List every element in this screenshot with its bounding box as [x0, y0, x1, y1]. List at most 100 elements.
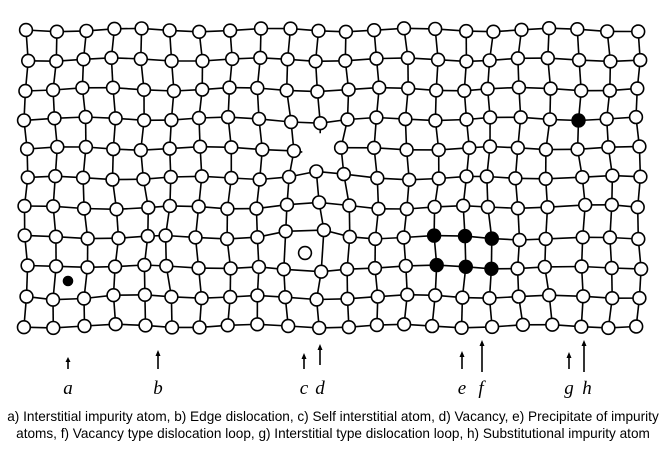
lattice-atom [279, 83, 294, 98]
label-e: e [458, 378, 466, 399]
lattice-atom [164, 53, 179, 69]
lattice-atom [575, 230, 590, 245]
lattice-atom [510, 140, 525, 156]
lattice-atom [484, 319, 500, 335]
defect-labels: a b c d e f g h [63, 378, 592, 399]
lattice-atom [286, 143, 302, 159]
lattice-atom [163, 169, 179, 185]
lattice-atom [538, 142, 554, 157]
lattice-atom [482, 139, 498, 154]
lattice-atom [542, 112, 558, 127]
lattice-atom [106, 288, 121, 303]
lattice-atom [367, 260, 383, 276]
lattice-atom [162, 141, 177, 156]
lattice-atom [366, 23, 382, 38]
lattice-atom [309, 164, 324, 179]
lattice-atom [366, 140, 382, 156]
arrow-g-head [566, 352, 572, 358]
lattice-atom [17, 228, 32, 243]
lattice-atom [604, 197, 619, 213]
lattice-atom [459, 169, 474, 184]
lattice-atom [599, 24, 615, 39]
lattice-atom [574, 259, 589, 274]
lattice-atom [164, 112, 179, 128]
lattice-atom [314, 264, 329, 279]
lattice-atom [48, 229, 64, 244]
lattice-atom [78, 109, 93, 125]
lattice-atom [400, 287, 415, 302]
lattice-atom [571, 52, 587, 68]
lattice-atom [338, 24, 354, 39]
lattice-atom [188, 230, 203, 245]
lattice-atom [45, 82, 61, 98]
arrow-d-head [317, 344, 323, 350]
lattice-atom [577, 197, 593, 213]
lattice-atom [540, 200, 555, 215]
lattice-atom [604, 260, 619, 276]
lattice-atom [308, 54, 323, 69]
lattice-atom [104, 50, 119, 65]
lattice-atom [630, 81, 645, 96]
lattice-atom [424, 318, 440, 334]
lattice-atom [279, 197, 295, 212]
lattice-atom [340, 291, 355, 306]
lattice-atom [543, 81, 558, 96]
lattice-atom [250, 317, 265, 332]
lattice-atom [136, 82, 152, 98]
lattice-atom [220, 109, 236, 125]
lattice-atom [109, 202, 124, 217]
impurity-atom [426, 228, 442, 243]
lattice-atom [75, 170, 91, 185]
lattice-atom [107, 21, 122, 36]
lattice-atom [515, 317, 531, 332]
lattice-atom [107, 259, 123, 274]
lattice-atom [225, 51, 240, 67]
lattice-atom [251, 259, 267, 275]
lattice-atom [454, 320, 469, 335]
lattice-atom [310, 84, 325, 99]
lattice-atom [80, 260, 95, 275]
lattice-atom [628, 109, 644, 125]
impurity-atom [484, 261, 499, 276]
lattice-atom [16, 320, 32, 335]
lattice-atom [603, 54, 618, 69]
lattice-atom [511, 289, 526, 304]
lattice-atom [79, 23, 94, 39]
lattice-atom [309, 292, 324, 307]
lattice-atom [396, 21, 412, 36]
lattice-atom [570, 142, 585, 157]
lattice-atom [428, 21, 443, 37]
lattice-atom [628, 319, 644, 334]
lattice-atom [192, 139, 208, 154]
lattice-atom [333, 140, 349, 155]
impurity-atom [429, 257, 444, 273]
lattice-atom [601, 140, 616, 155]
lattice-atom [602, 83, 617, 98]
lattice-atom [20, 258, 35, 273]
lattice-atom [191, 110, 207, 126]
lattice-atom [105, 80, 121, 95]
lattice-atom [46, 320, 61, 336]
lattice-atom [76, 201, 92, 216]
lattice-atom [541, 288, 557, 303]
lattice-atom [108, 111, 123, 126]
lattice-atom [164, 320, 180, 335]
impurity-atom [571, 113, 586, 128]
lattice-atom [573, 83, 589, 98]
arrow-e-head [459, 351, 465, 357]
lattice-atom [341, 320, 357, 335]
lattice-atom [194, 169, 210, 184]
lattice-atom [632, 52, 648, 68]
lattice-atom [19, 141, 35, 157]
lattice-atom [311, 23, 326, 38]
impurity-atom [457, 228, 473, 244]
lattice-atom [105, 172, 120, 187]
lattice-atom [599, 111, 614, 127]
lattice-atom [136, 113, 152, 128]
lattice-atom [78, 139, 94, 155]
lattice-atom [250, 80, 265, 96]
lattice-atom [398, 258, 413, 274]
label-h: h [582, 378, 592, 399]
interstitial-impurity-atom [62, 275, 74, 287]
lattice-atom [540, 50, 555, 66]
